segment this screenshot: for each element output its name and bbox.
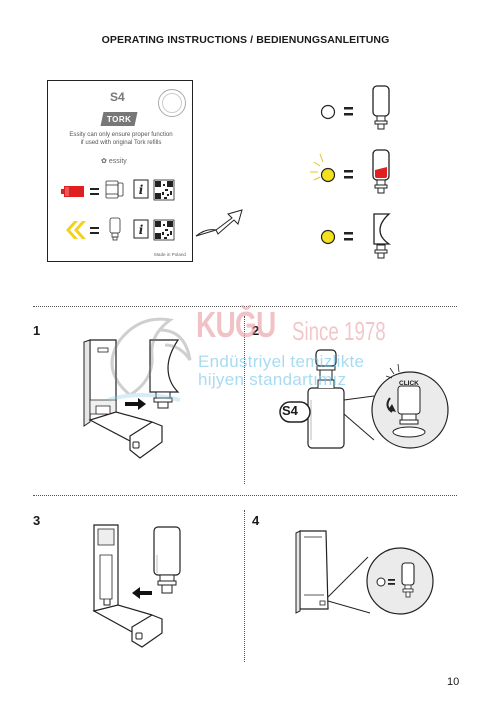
tork-logo: TORK <box>100 112 138 126</box>
click-label: CLICK <box>399 380 419 387</box>
double-chevron-icon <box>66 221 86 239</box>
step-4-illustration <box>295 530 434 615</box>
status-legend <box>310 85 392 259</box>
step-2-illustration <box>279 349 449 449</box>
made-in-label: Made in Poland <box>154 252 186 257</box>
qr-code-icon-2 <box>153 219 175 241</box>
insert-arrow-icon <box>125 398 146 410</box>
step-2-refill-label: S4 <box>282 403 298 418</box>
pointer-arrow-icon <box>195 209 243 237</box>
page-title: OPERATING INSTRUCTIONS / BEDIENUNGSANLEI… <box>101 34 390 46</box>
refill-bottle-icon <box>109 217 121 241</box>
essity-logo: ✿essity <box>101 157 127 166</box>
step-3-number: 3 <box>33 513 41 528</box>
step-1-illustration <box>83 339 180 459</box>
legend-row-full <box>320 85 390 130</box>
page-number: 10 <box>447 676 460 688</box>
card-model-label: S4 <box>110 90 125 104</box>
card-notice: Essity can only ensure proper function i… <box>69 131 173 146</box>
step-4-number: 4 <box>252 513 260 528</box>
section-divider-middle <box>33 495 457 496</box>
column-divider-lower <box>244 510 245 662</box>
svg-text:i: i <box>139 183 144 197</box>
step-2-number: 2 <box>252 323 260 338</box>
essity-flower-icon: ✿ <box>101 158 107 165</box>
legend-row-low <box>310 149 390 194</box>
eco-seal-icon <box>158 89 186 117</box>
low-battery-icon <box>61 186 84 197</box>
svg-text:i: i <box>139 223 144 237</box>
step-1-number: 1 <box>33 323 41 338</box>
column-divider-upper <box>244 316 245 484</box>
section-divider-top <box>33 306 457 307</box>
push-arrow-icon <box>132 587 152 599</box>
battery-pack-icon <box>105 180 124 199</box>
step-3-illustration <box>92 524 181 648</box>
qr-code-icon-1 <box>153 179 175 201</box>
legend-row-empty <box>320 213 392 259</box>
refill-label-card: i i S4 TORK Essity can only <box>47 80 193 262</box>
label-card-graphics: i i <box>61 179 175 241</box>
